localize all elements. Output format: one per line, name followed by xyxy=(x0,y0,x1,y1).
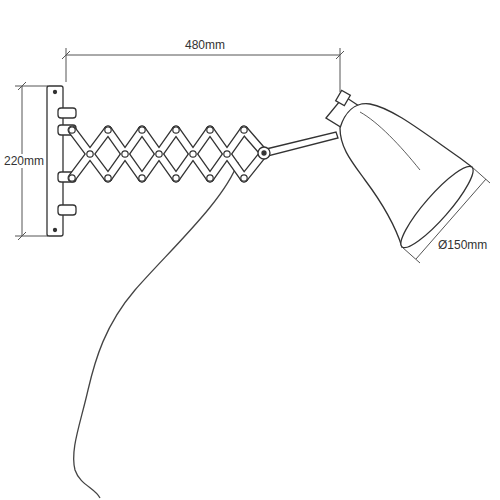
scissor-bar-fill xyxy=(108,130,142,178)
extension-line xyxy=(15,236,48,237)
scissor-bar-fill xyxy=(108,130,142,178)
scissor-bar-fill xyxy=(72,130,108,178)
pivot-rivet xyxy=(224,151,230,157)
scissor-bar xyxy=(72,130,108,178)
pivot-rivet xyxy=(105,127,111,133)
scissor-bar xyxy=(142,130,176,178)
dimension-label: 220mm xyxy=(2,154,46,168)
pivot-rivet xyxy=(105,175,111,181)
pivot-rivet xyxy=(69,175,75,181)
pivot-rivet xyxy=(173,175,179,181)
pivot-rivet xyxy=(241,175,247,181)
plate-knob xyxy=(58,205,76,215)
switch xyxy=(336,90,351,105)
extension-line xyxy=(66,48,67,82)
dimension-tick xyxy=(62,51,70,59)
pivot-rivet xyxy=(139,127,145,133)
pivot-rivet xyxy=(122,151,128,157)
pivot-rivet xyxy=(241,127,247,133)
pivot-rivet xyxy=(190,151,196,157)
joint-knob xyxy=(258,147,270,159)
dimension-label: 480mm xyxy=(183,38,227,52)
pivot-rivet xyxy=(156,151,162,157)
pivot-rivet xyxy=(139,175,145,181)
scissor-bar xyxy=(210,130,244,178)
dimension-label: Ø150mm xyxy=(436,238,489,252)
scissor-bar-fill xyxy=(210,130,244,178)
pivot-rivet xyxy=(87,151,93,157)
dimension-tick xyxy=(18,82,26,90)
scissor-bar xyxy=(176,130,210,178)
power-cord xyxy=(74,162,238,498)
pivot-rivet xyxy=(207,127,213,133)
scissor-bar-fill xyxy=(72,130,108,178)
plate-knob xyxy=(58,108,76,118)
scissor-bar-fill xyxy=(176,130,210,178)
dimension-tick xyxy=(18,232,26,240)
scissor-bar xyxy=(176,130,210,178)
plate-knob xyxy=(58,125,76,135)
scissor-bar-fill xyxy=(176,130,210,178)
scissor-bar xyxy=(210,130,244,178)
scissor-bar-fill xyxy=(142,130,176,178)
scissor-bar xyxy=(108,130,142,178)
scissor-bar xyxy=(108,130,142,178)
dimension-line xyxy=(66,55,340,56)
pivot-rivet xyxy=(69,127,75,133)
scissor-bar xyxy=(142,130,176,178)
pivot-rivet xyxy=(207,175,213,181)
scissor-bar-fill xyxy=(210,130,244,178)
extension-line xyxy=(472,167,490,183)
scissor-arm xyxy=(69,127,264,181)
pivot-rivet xyxy=(173,127,179,133)
extension-line xyxy=(15,86,48,87)
scissor-bar-fill xyxy=(142,130,176,178)
scissor-bar xyxy=(72,130,108,178)
lamp-rod xyxy=(262,132,338,157)
extension-line xyxy=(402,247,420,263)
dimension-tick xyxy=(336,51,344,59)
